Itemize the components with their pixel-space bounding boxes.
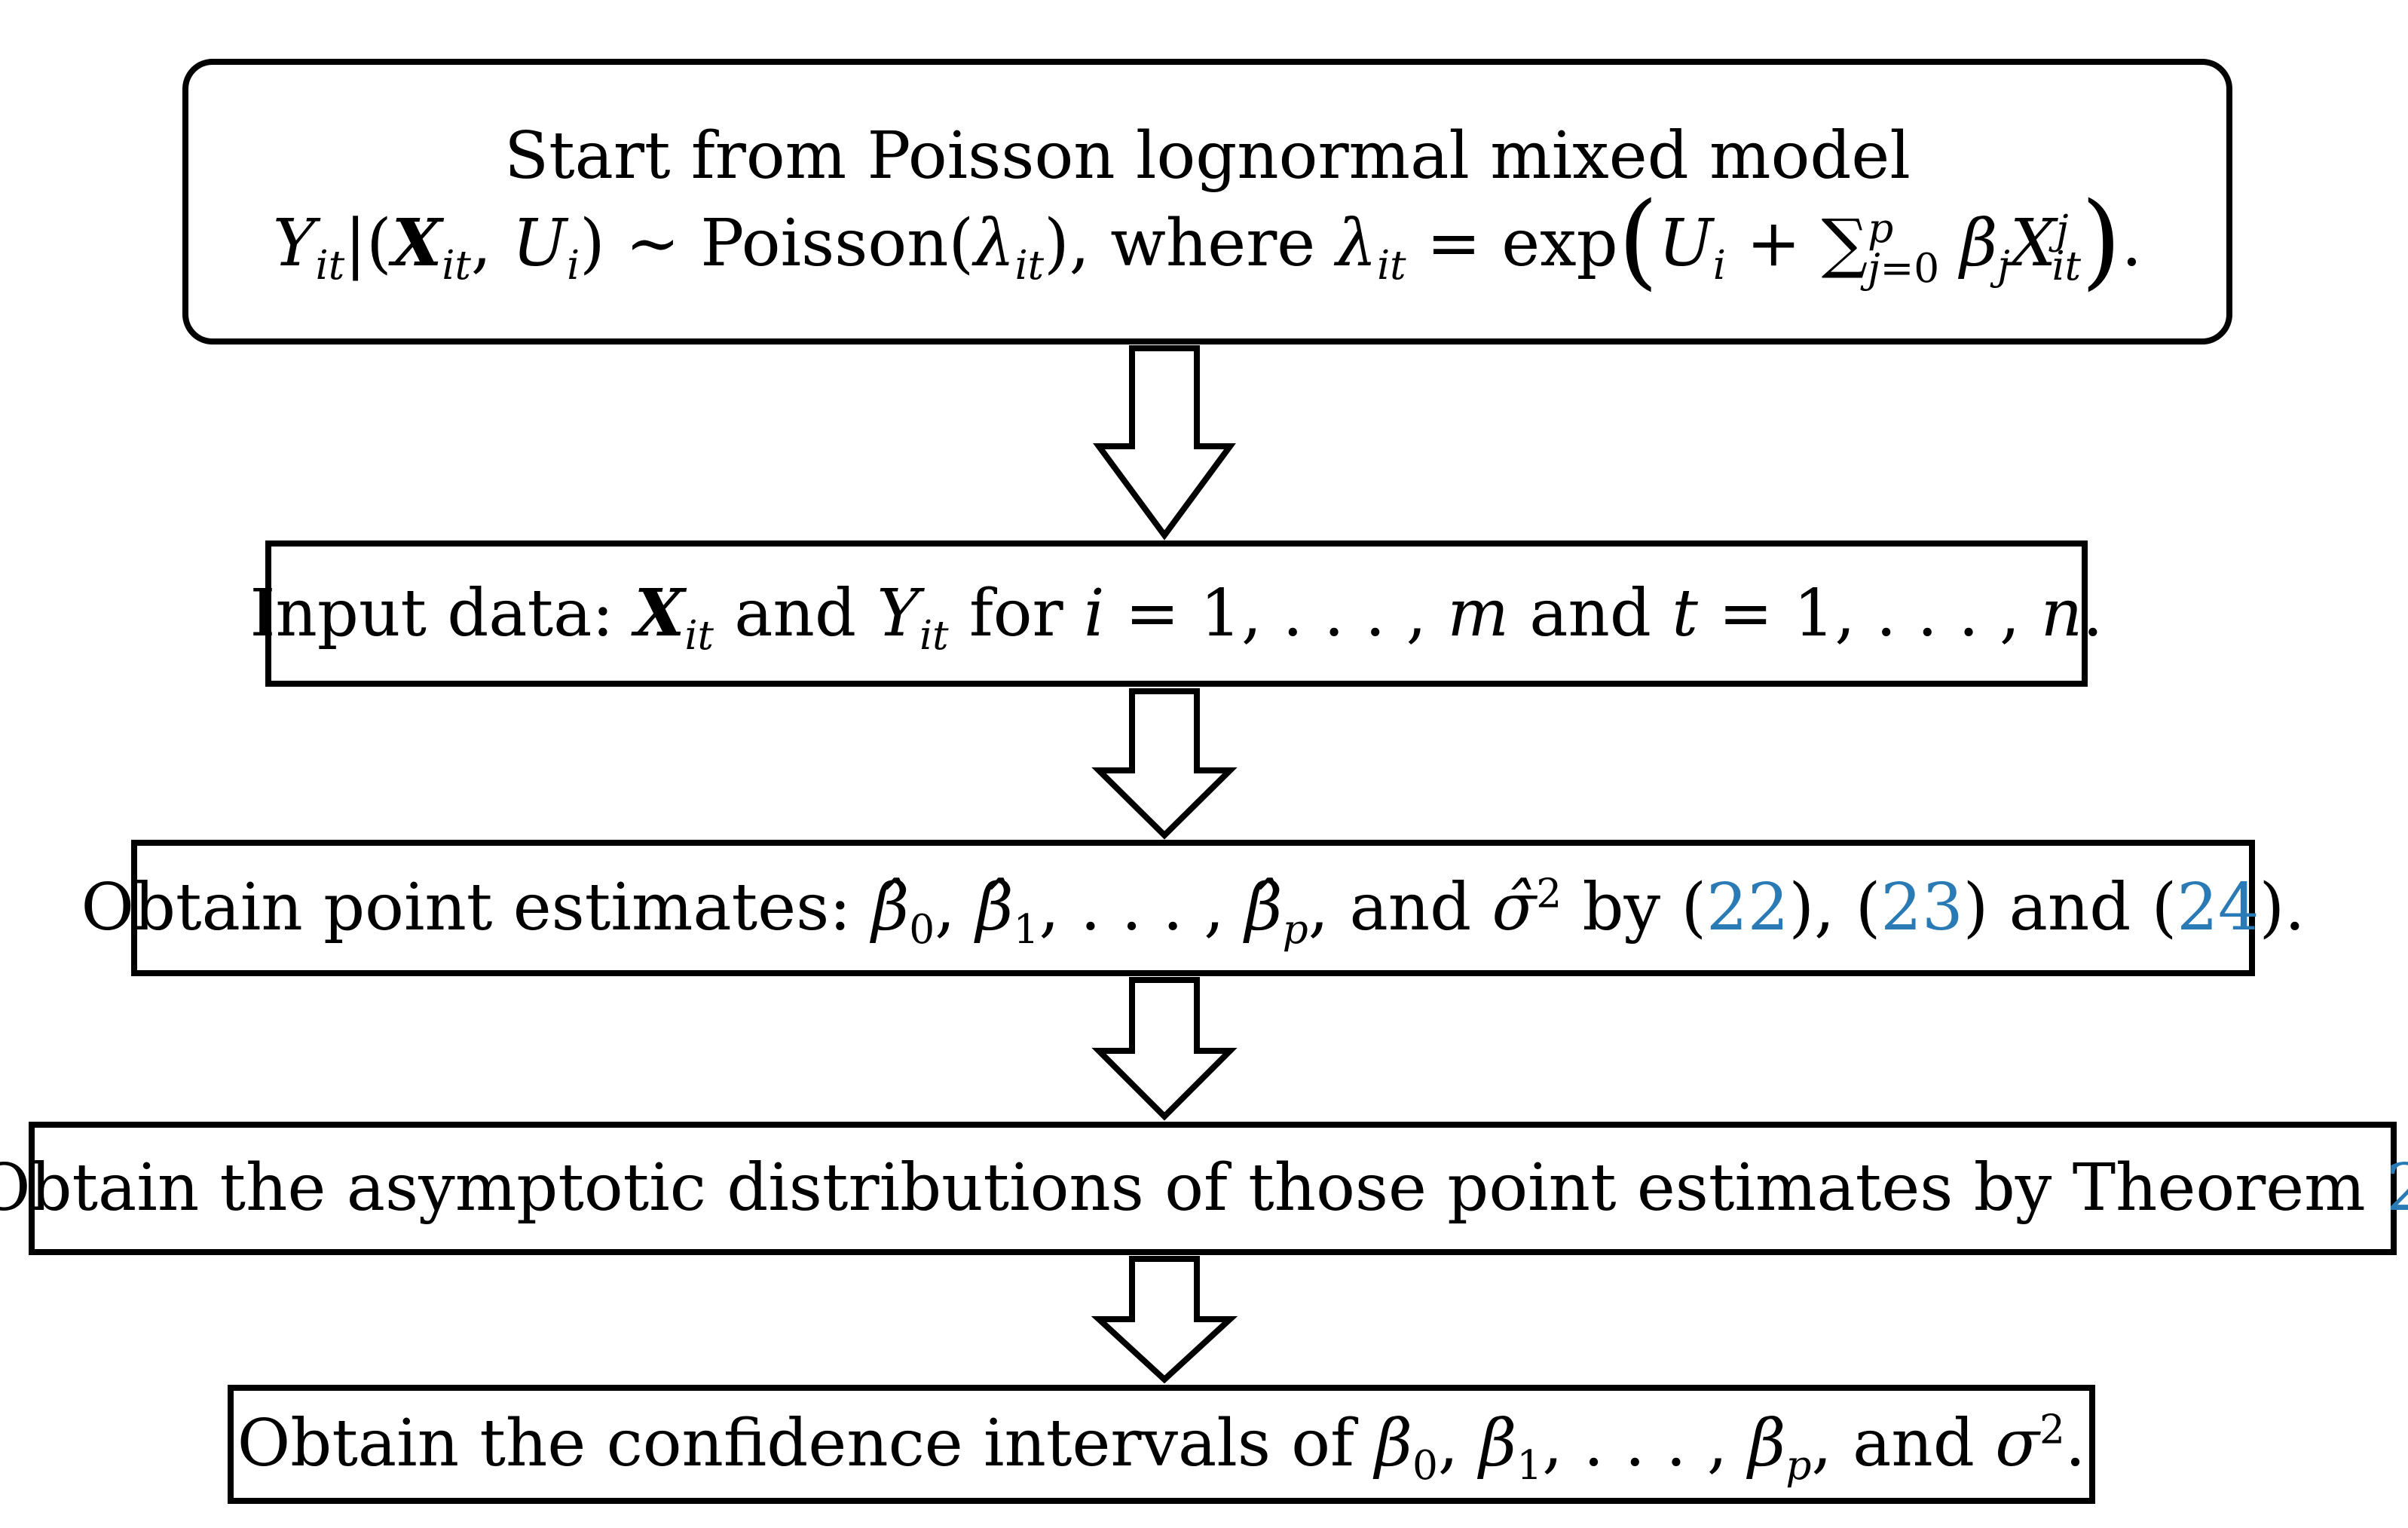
confidence-box: Obtain the confidence intervals of β0, β… — [228, 1385, 2095, 1504]
arrow-4 — [1091, 1256, 1238, 1384]
input-data-text: Input data: Xit and Yit for i = 1, . . .… — [249, 574, 2104, 659]
theorem-ref[interactable]: 2 — [2386, 1150, 2408, 1226]
start-model-box: Start from Poisson lognormal mixed model… — [182, 59, 2232, 344]
point-estimates-box: Obtain point estimates: β̂0, β̂1, . . . … — [81, 840, 2305, 976]
equation-ref-22[interactable]: 22 — [1706, 869, 1789, 945]
arrow-1 — [1093, 345, 1236, 540]
model-formula: Yit|(Xit, Ui) ∼ Poisson(λit), where λit … — [272, 180, 2143, 302]
start-title: Start from Poisson lognormal mixed model — [504, 118, 1911, 194]
arrow-3 — [1091, 977, 1238, 1121]
point-estimates-text: Obtain point estimates: β̂0, β̂1, . . . … — [81, 869, 2305, 953]
asymptotic-text: Obtain the asymptotic distributions of t… — [0, 1147, 2408, 1231]
equation-ref-24[interactable]: 24 — [2177, 869, 2260, 945]
input-data-box: Input data: Xit and Yit for i = 1, . . .… — [250, 540, 2103, 687]
asymptotic-box: Obtain the asymptotic distributions of t… — [0, 1122, 2408, 1255]
confidence-text: Obtain the confidence intervals of β0, β… — [237, 1406, 2086, 1490]
arrow-2 — [1091, 688, 1238, 840]
equation-ref-23[interactable]: 23 — [1880, 869, 1963, 945]
